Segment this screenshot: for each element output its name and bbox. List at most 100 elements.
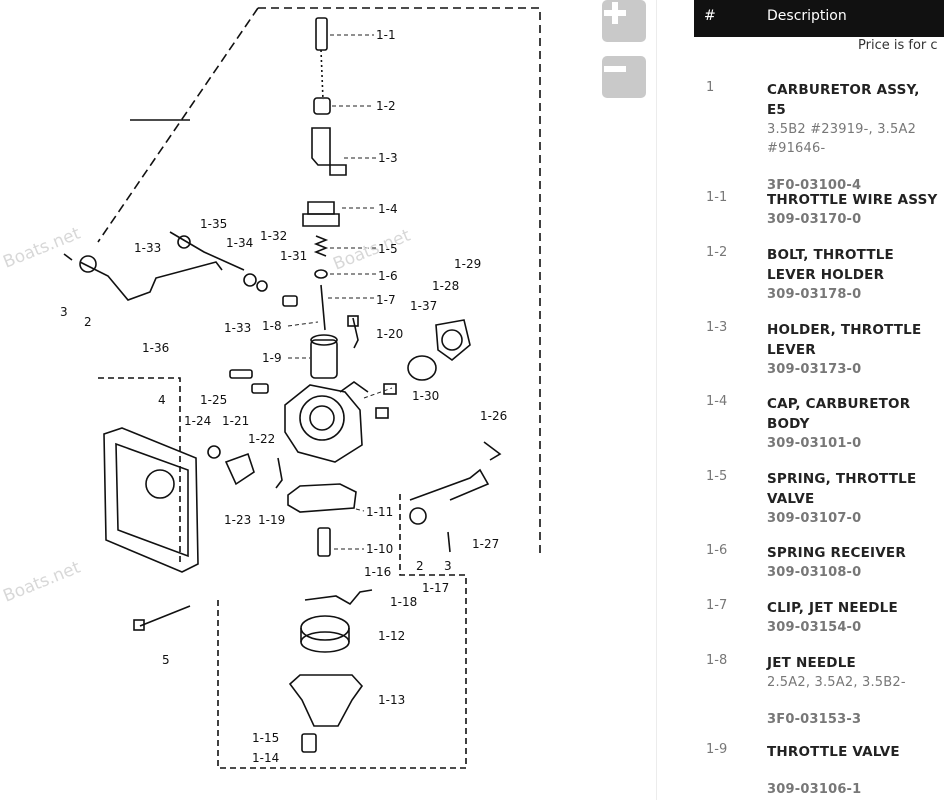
callout-label: 5 <box>162 653 170 667</box>
callout-label: 1-5 <box>378 242 398 256</box>
callout-label: 1-29 <box>454 257 481 271</box>
part-sku: 309-03170-0 <box>767 212 862 227</box>
callout-label: 3 <box>444 559 452 573</box>
callout-label: 1-18 <box>390 595 417 609</box>
callout-label: 1-30 <box>412 389 439 403</box>
part-description: JET NEEDLE 2.5A2, 3.5A2, 3.5B2- 3F0-03153-… <box>767 653 943 729</box>
callout-label: 1-10 <box>366 542 393 556</box>
part-number: 1-7 <box>706 598 728 613</box>
callout-label: 1-28 <box>432 279 459 293</box>
callout-label: 1-8 <box>262 319 282 333</box>
parts-table-header: # Description <box>694 0 944 37</box>
part-number: 1-3 <box>706 320 728 335</box>
part-description: THROTTLE WIRE ASSY 309-03170-0 <box>767 190 943 229</box>
part-sku: 309-03106-1 <box>767 782 862 797</box>
price-note: Price is for c <box>858 38 938 53</box>
callout-label: 1-14 <box>252 751 279 765</box>
callout-label: 1-33 <box>224 321 251 335</box>
callout-label: 1-24 <box>184 414 211 428</box>
part-number: 1 <box>706 80 715 95</box>
part-description: SPRING, THROTTLE VALVE 309-03107-0 <box>767 469 943 528</box>
callout-label: 1-26 <box>480 409 507 423</box>
callout-label: 1-11 <box>366 505 393 519</box>
part-sku: 309-03154-0 <box>767 620 862 635</box>
callout-label: 1-9 <box>262 351 282 365</box>
callout-label: 1-17 <box>422 581 449 595</box>
callout-label: 3 <box>60 305 68 319</box>
callout-label: 1-15 <box>252 731 279 745</box>
part-title[interactable]: SPRING, THROTTLE VALVE <box>767 471 917 507</box>
panel-divider <box>656 0 657 800</box>
column-header-description: Description <box>767 8 847 24</box>
callout-label: 1-4 <box>378 202 398 216</box>
watermark: Boats.net <box>330 226 413 275</box>
callout-label: 1-6 <box>378 269 398 283</box>
part-number: 1-8 <box>706 653 728 668</box>
part-number: 1-9 <box>706 742 728 757</box>
callout-label: 1-36 <box>142 341 169 355</box>
callout-label: 1-33 <box>134 241 161 255</box>
callout-label: 1-19 <box>258 513 285 527</box>
callout-label: 2 <box>84 315 92 329</box>
callout-label: 2 <box>416 559 424 573</box>
callout-label: 1-1 <box>376 28 396 42</box>
part-title[interactable]: SPRING RECEIVER <box>767 545 906 561</box>
part-number: 1-6 <box>706 543 728 558</box>
callout-label: 1-31 <box>280 249 307 263</box>
callout-label: 1-37 <box>410 299 437 313</box>
part-title[interactable]: JET NEEDLE <box>767 655 856 671</box>
callout-label: 1-12 <box>378 629 405 643</box>
part-sku: 309-03173-0 <box>767 362 862 377</box>
callout-label: 1-27 <box>472 537 499 551</box>
watermark: Boats.net <box>0 224 83 273</box>
part-title[interactable]: CAP, CARBURETOR BODY <box>767 396 911 432</box>
part-number: 1-1 <box>706 190 728 205</box>
callout-label: 1-21 <box>222 414 249 428</box>
column-header-number: # <box>704 8 716 24</box>
part-sku: 3F0-03100-4 <box>767 178 862 193</box>
zoom-out-button[interactable] <box>602 56 646 98</box>
zoom-in-button[interactable] <box>602 0 646 42</box>
part-number: 1-5 <box>706 469 728 484</box>
part-number: 1-4 <box>706 394 728 409</box>
callout-label: 1-35 <box>200 217 227 231</box>
carburetor-exploded-view: Boats.net Boats.net Boats.net 1-11-21-31… <box>0 7 541 769</box>
part-description: BOLT, THROTTLE LEVER HOLDER 309-03178-0 <box>767 245 943 304</box>
part-title[interactable]: CARBURETOR ASSY, E5 <box>767 82 920 118</box>
part-sku: 309-03101-0 <box>767 436 862 451</box>
watermark: Boats.net <box>0 558 83 607</box>
part-title[interactable]: BOLT, THROTTLE LEVER HOLDER <box>767 247 894 283</box>
callout-label: 1-32 <box>260 229 287 243</box>
callout-label: 1-23 <box>224 513 251 527</box>
part-description: THROTTLE VALVE 309-03106-1 <box>767 742 943 799</box>
part-applicability: 3.5B2 #23919-, 3.5A2 #91646- <box>767 122 917 156</box>
part-sku: 3F0-03153-3 <box>767 712 862 727</box>
part-description: CLIP, JET NEEDLE 309-03154-0 <box>767 598 943 637</box>
part-description: HOLDER, THROTTLE LEVER 309-03173-0 <box>767 320 943 379</box>
callout-label: 1-2 <box>376 99 396 113</box>
part-title[interactable]: THROTTLE VALVE <box>767 744 900 760</box>
part-sku: 309-03108-0 <box>767 565 862 580</box>
part-sku: 309-03107-0 <box>767 511 862 526</box>
callout-label: 1-7 <box>376 293 396 307</box>
plus-icon <box>604 2 626 24</box>
minus-icon <box>604 66 626 72</box>
part-number: 1-2 <box>706 245 728 260</box>
part-description: CAP, CARBURETOR BODY 309-03101-0 <box>767 394 943 453</box>
callout-label: 1-20 <box>376 327 403 341</box>
callout-label: 1-34 <box>226 236 253 250</box>
callout-label: 1-13 <box>378 693 405 707</box>
callout-label: 1-3 <box>378 151 398 165</box>
part-title[interactable]: HOLDER, THROTTLE LEVER <box>767 322 922 358</box>
callout-label: 4 <box>158 393 166 407</box>
part-sku: 309-03178-0 <box>767 287 862 302</box>
part-title[interactable]: CLIP, JET NEEDLE <box>767 600 898 616</box>
part-applicability: 2.5A2, 3.5A2, 3.5B2- <box>767 675 906 690</box>
callout-label: 1-25 <box>200 393 227 407</box>
parts-list-panel: # Description Price is for c 1 CARBURETOR… <box>694 0 944 800</box>
callout-label: 1-16 <box>364 565 391 579</box>
part-description: CARBURETOR ASSY, E5 3.5B2 #23919-, 3.5A2 … <box>767 80 943 195</box>
part-description: SPRING RECEIVER 309-03108-0 <box>767 543 943 582</box>
part-title[interactable]: THROTTLE WIRE ASSY <box>767 192 938 208</box>
